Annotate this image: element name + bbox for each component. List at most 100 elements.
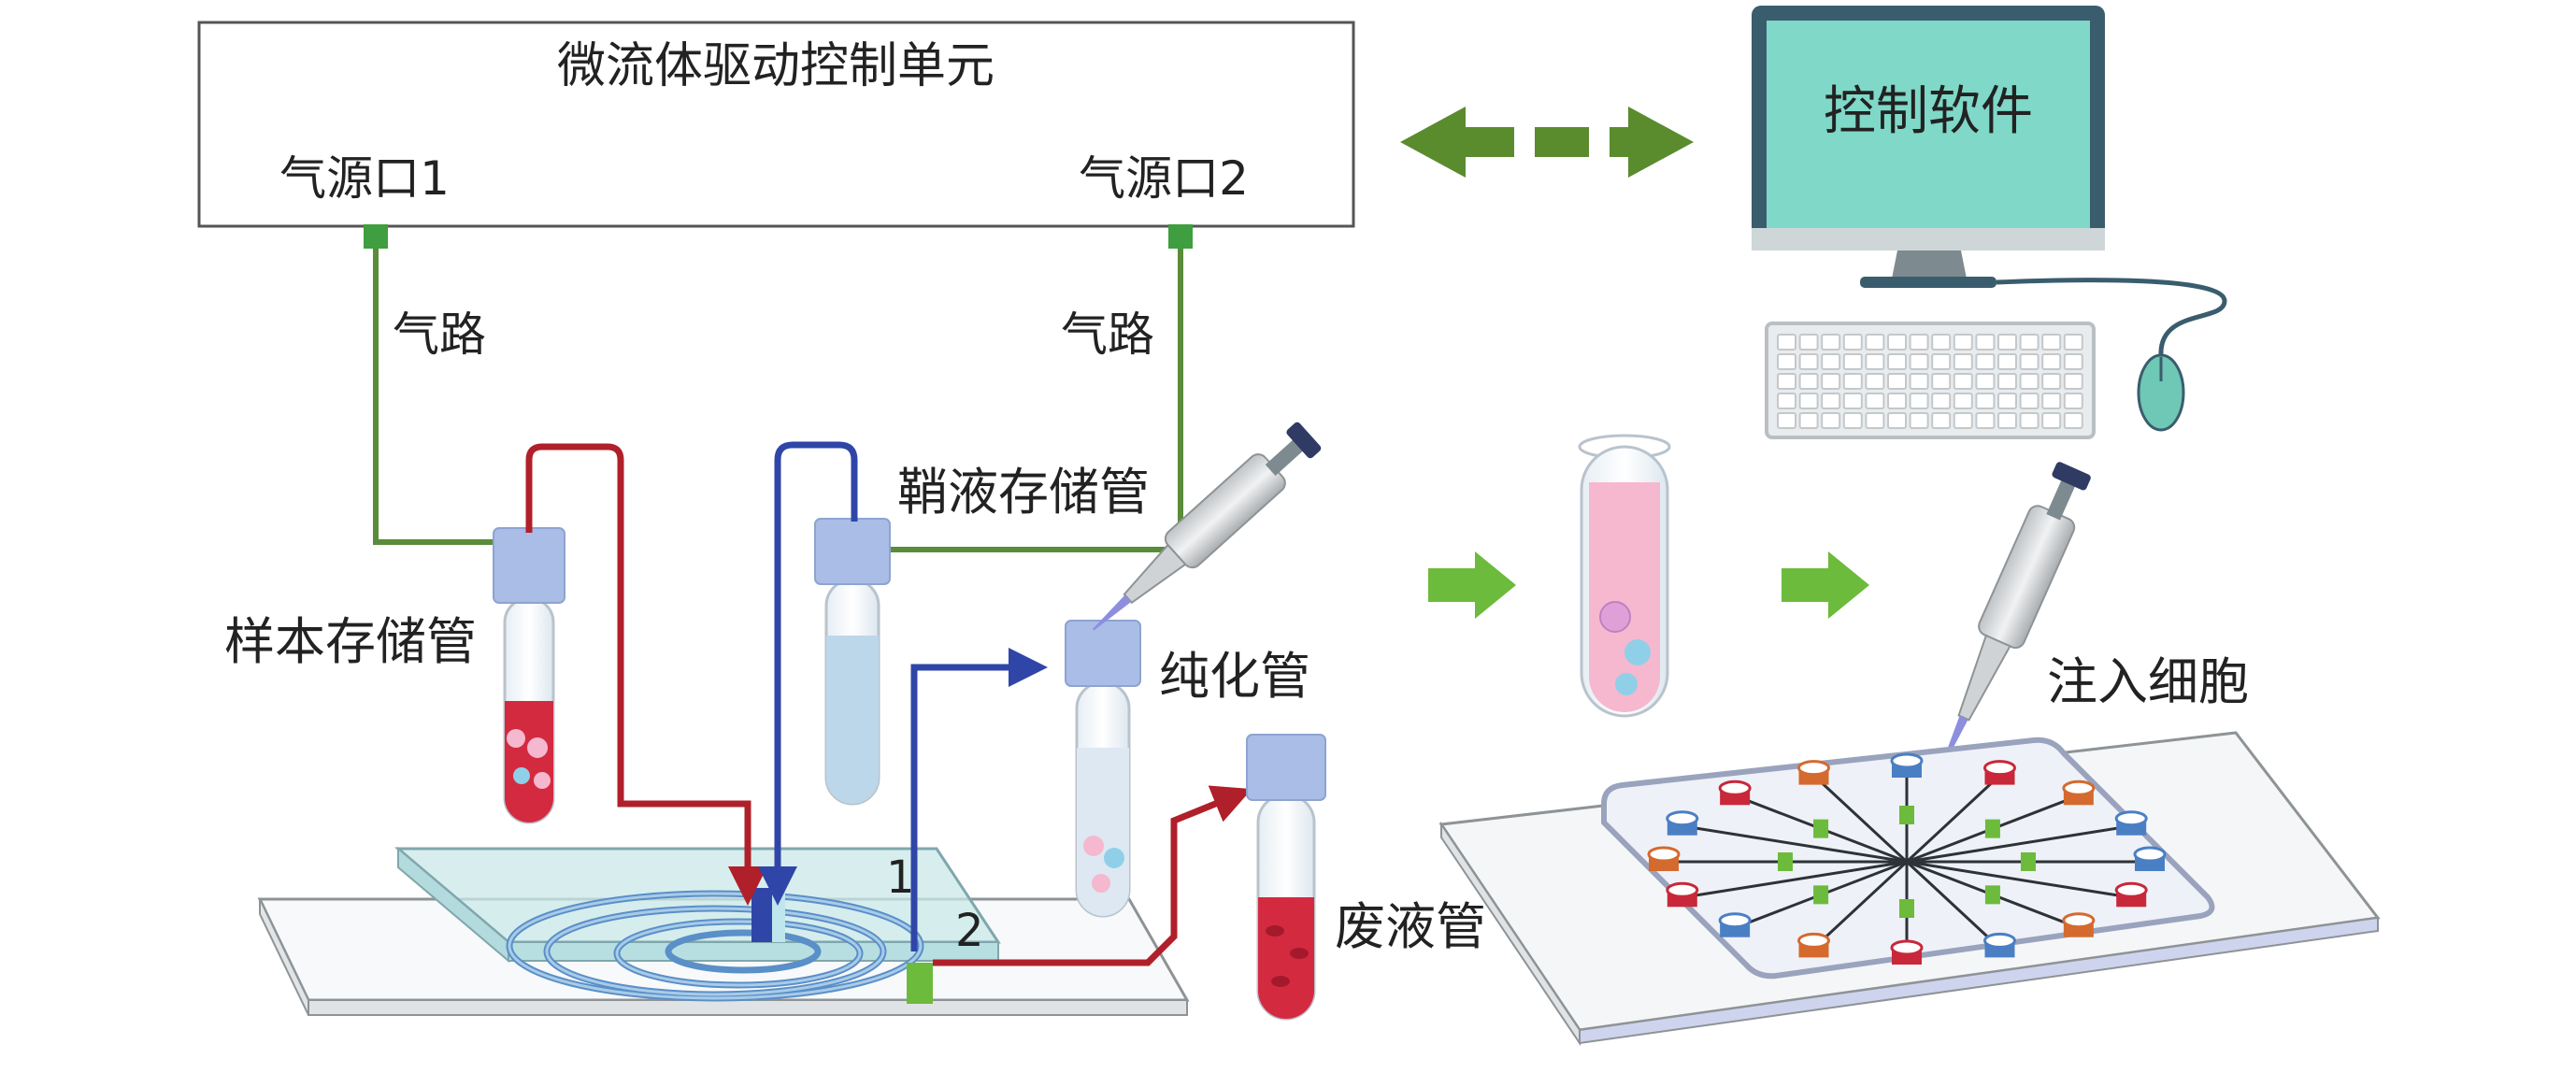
chip-valve [1813, 819, 1829, 838]
keyboard-key [1887, 353, 1907, 370]
sample-line [525, 443, 767, 906]
keyboard-key [1953, 373, 1973, 390]
outlet-2-label: 2 [955, 905, 984, 957]
flow-arrow-1 [1428, 551, 1516, 619]
keyboard-key [1821, 393, 1841, 409]
keyboard-key [1975, 412, 1996, 429]
sheath-tube-label: 鞘液存储管 [897, 463, 1150, 522]
keyboard-key [1842, 412, 1863, 429]
chip-well [1982, 760, 2016, 785]
outlet-1-line [910, 648, 1048, 951]
chip-well [1666, 810, 1699, 836]
chip-channel [1812, 860, 1909, 950]
keyboard-key [2041, 393, 2062, 409]
chip-channel [1682, 824, 1908, 864]
air-path-left-label: 气路 [393, 308, 486, 362]
keyboard-key [1909, 412, 1929, 429]
keyboard-key [1865, 373, 1885, 390]
chip-channel [1812, 774, 1909, 864]
keyboard-key [1931, 373, 1952, 390]
keyboard-key [2019, 353, 2039, 370]
keyboard-key [1931, 393, 1952, 409]
keyboard-key [2041, 373, 2062, 390]
keyboard-key [2019, 412, 2039, 429]
keyboard-key [1842, 353, 1863, 370]
chip-well [1718, 912, 1752, 937]
control-unit-box: 微流体驱动控制单元 气源口1 气源口2 [197, 21, 1355, 249]
culture-chip [1438, 731, 2381, 1047]
keyboard-key [1887, 373, 1907, 390]
keyboard-key [1975, 334, 1996, 350]
keyboard-key [1798, 373, 1819, 390]
chip-well [1890, 752, 1924, 778]
purification-tube [1065, 620, 1141, 918]
chip-valve [1899, 899, 1914, 918]
chip-outlet-2 [907, 963, 933, 1004]
pipette-2 [1939, 462, 2091, 770]
keyboard-key [1777, 353, 1796, 370]
keyboard-key [1953, 412, 1973, 429]
keyboard-key [2063, 353, 2083, 370]
chip-well [2062, 912, 2096, 937]
keyboard-key [1865, 353, 1885, 370]
pipette-1 [1092, 422, 1322, 631]
keyboard-key [1975, 373, 1996, 390]
keyboard-key [1821, 353, 1841, 370]
chip-valve [1984, 885, 2000, 905]
mouse-cable [1996, 278, 2227, 356]
waste-tube [1246, 734, 1326, 1021]
keyboard-key [1777, 373, 1796, 390]
keyboard-key [1909, 353, 1929, 370]
chip-channel [1906, 860, 2132, 899]
keyboard-key [2063, 334, 2083, 350]
separation-chip [257, 846, 1190, 1016]
control-unit-title: 微流体驱动控制单元 [557, 38, 995, 94]
keyboard-key [1909, 373, 1929, 390]
keyboard-key [1931, 412, 1952, 429]
chip-valve [1778, 852, 1793, 871]
keyboard-key [1798, 353, 1819, 370]
keyboard-key [1997, 393, 2017, 409]
keyboard-key [1887, 393, 1907, 409]
keyboard-key [1887, 412, 1907, 429]
outlet-1-label: 1 [886, 851, 915, 904]
keyboard-key [1997, 353, 2017, 370]
keyboard-key [1798, 393, 1819, 409]
keyboard-key [1909, 334, 1929, 350]
chip-well [1982, 932, 2016, 958]
chip-valve [1984, 819, 2000, 838]
keyboard-key [2019, 393, 2039, 409]
chip-well [1890, 939, 1924, 965]
keyboard-key [2041, 412, 2062, 429]
chip-valve [1899, 806, 1914, 824]
purify-tube-label: 纯化管 [1159, 647, 1310, 706]
sheath-storage-tube [814, 518, 891, 806]
keyboard-key [1953, 393, 1973, 409]
keyboard-key [2041, 334, 2062, 350]
chip-inlet [751, 888, 772, 942]
keyboard-key [1931, 334, 1952, 350]
keyboard-key [2019, 373, 2039, 390]
air-port-2-label: 气源口2 [1079, 151, 1249, 206]
keyboard-key [1997, 412, 2017, 429]
chip-well [2114, 810, 2148, 836]
air-port-1-label: 气源口1 [279, 151, 450, 206]
air-port-1 [364, 224, 388, 249]
chip-channel [1906, 824, 2132, 864]
keyboard-key [1821, 412, 1841, 429]
keyboard-key [1931, 353, 1952, 370]
keyboard-key [1953, 334, 1973, 350]
computer: 控制软件 [1752, 6, 2227, 439]
chip-valve [1813, 885, 1829, 905]
chip-valve [2021, 852, 2036, 871]
keyboard-key [1777, 393, 1796, 409]
keyboard-key [1798, 334, 1819, 350]
chip-well [2133, 846, 2167, 871]
chip-channel [1905, 774, 2001, 864]
outlet-2-line [933, 785, 1252, 966]
chip-well [1718, 779, 1752, 806]
keyboard-key [1909, 393, 1929, 409]
keyboard-key [1842, 334, 1863, 350]
air-port-2 [1168, 224, 1193, 249]
keyboard-key [1842, 393, 1863, 409]
